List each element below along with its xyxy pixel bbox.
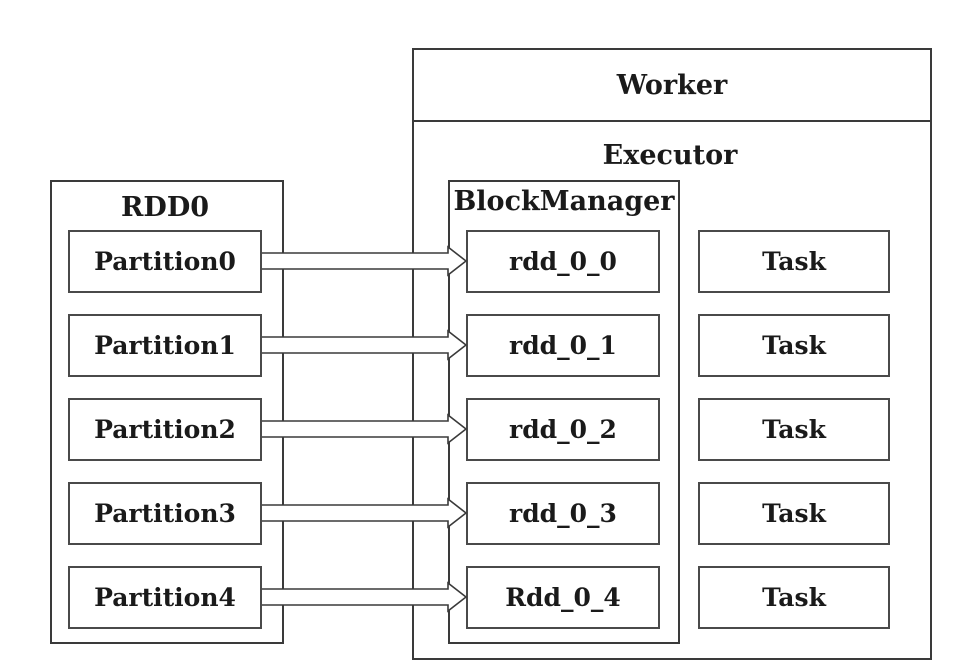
task-box-2: Task [698,398,890,461]
partition-box-0: Partition0 [68,230,262,293]
block-box-0: rdd_0_0 [466,230,660,293]
block-box-4: Rdd_0_4 [466,566,660,629]
partition-box-2: Partition2 [68,398,262,461]
task-box-0: Task [698,230,890,293]
executor-label: Executor [602,140,738,171]
partition-box-3: Partition3 [68,482,262,545]
block-box-1: rdd_0_1 [466,314,660,377]
block-manager-label: BlockManager [453,186,675,217]
partition-box-4: Partition4 [68,566,262,629]
partition-box-1: Partition1 [68,314,262,377]
block-box-2: rdd_0_2 [466,398,660,461]
task-box-1: Task [698,314,890,377]
worker-label: Worker [616,70,728,101]
rdd-label: RDD0 [120,192,210,223]
worker-header-divider [412,120,932,122]
task-box-3: Task [698,482,890,545]
block-box-3: rdd_0_3 [466,482,660,545]
task-box-4: Task [698,566,890,629]
